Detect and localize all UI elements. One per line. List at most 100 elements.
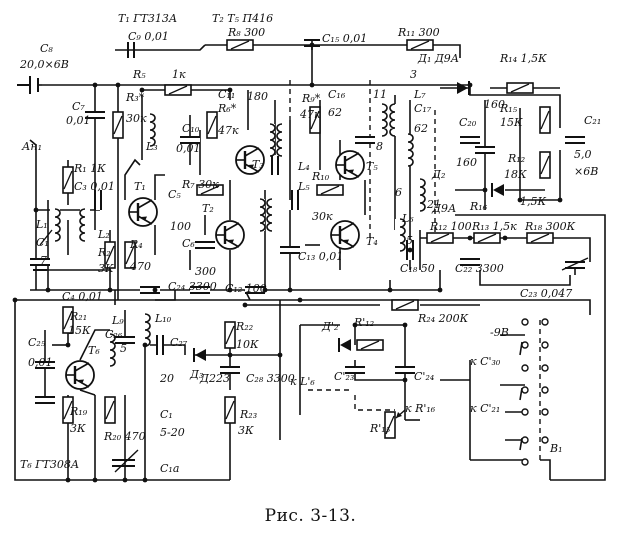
label-d2p: Д'₂	[321, 320, 338, 333]
label-b1: В₁	[549, 442, 563, 455]
label-r16-val: 1,5К	[520, 195, 546, 208]
label-c8-val: 20,0×6В	[19, 58, 69, 71]
label-c21: C₂₁	[584, 114, 601, 127]
label-c25-val: 0,01	[28, 356, 53, 369]
label-c4: C₄ 0,01	[62, 290, 103, 303]
label-l10: L₁₀	[154, 312, 172, 325]
label-c13: C₁₃ 0,01	[298, 250, 343, 263]
label-r22-val: 10К	[236, 338, 259, 351]
label-n6: 6	[395, 186, 402, 199]
label-c10: C₁₀	[182, 122, 200, 135]
label-c27-val: 20	[159, 372, 174, 385]
label-c24p: C'₂₄	[414, 370, 434, 383]
label-c12: C₁₂ 100	[225, 282, 267, 295]
label-r24: R₂₄ 200К	[417, 312, 469, 325]
label-r11: R₁₁ 300	[397, 26, 440, 39]
label-t3: T₃	[252, 158, 264, 171]
label-r6: R₆*	[217, 102, 237, 115]
label-r22: R₂₂	[235, 320, 253, 333]
label-d2: Д₂	[431, 168, 445, 181]
label-l1: L₁	[35, 218, 48, 231]
label-c6: C₆	[182, 237, 195, 250]
label-r13: R₁₃ 1,5к	[471, 220, 517, 233]
label-t1: T₁	[134, 180, 146, 193]
label-c24: C₂₄ 3300	[168, 280, 217, 293]
label-r19: R₁₉	[69, 405, 88, 418]
label-c18: C₁₈ 50	[400, 262, 435, 275]
figure-caption: Рис. 3-13.	[264, 506, 357, 526]
label-kl6: к L'₆	[290, 375, 315, 388]
label-c11-val: 180	[247, 90, 268, 103]
label-c26: C₂₆	[105, 328, 123, 341]
label-r20: R₂₀ 470	[103, 430, 146, 443]
label-r16: R₁₆	[469, 200, 488, 213]
label-r1: R₁ 1К	[73, 162, 106, 175]
label-r12-val: 18К	[504, 168, 527, 181]
label-c1-val: 5-20	[160, 426, 185, 439]
label-c17-val: 62	[414, 122, 428, 135]
label-r10-val: 30к	[312, 210, 333, 223]
label-r21: R₂₁	[69, 310, 87, 323]
label-r12p: R'₁₂	[353, 316, 374, 329]
label-d1: Д₁ Д9А	[417, 52, 459, 65]
label-n11: 11	[373, 88, 387, 101]
label-c15: C₁₅ 0,01	[322, 32, 367, 45]
label-n8: 8	[376, 140, 383, 153]
label-r3-val: 30к	[126, 112, 147, 125]
label-c7: C₇	[72, 100, 85, 113]
label-c17: C₁₇	[414, 102, 432, 115]
label-r7: R₇ 30к	[181, 178, 219, 191]
label-c3: C₃ 0,01	[74, 180, 115, 193]
label-r15p: R'₁₅	[369, 422, 391, 435]
label-r12b: R₁₂ 100	[429, 220, 472, 233]
label-t6-type: T₆ ГТ308А	[20, 458, 79, 471]
label-c8: C₈	[40, 42, 53, 55]
label-d9a: Д9А	[431, 202, 456, 215]
label-c16-val: 62	[328, 106, 342, 119]
label-t4: T₄	[366, 235, 378, 248]
label-l5: L₅	[297, 180, 310, 193]
label-c20-val: 160	[456, 156, 477, 169]
label-r2: R₂	[97, 246, 111, 259]
label-c21-volt: ×6В	[574, 165, 598, 178]
label-c19-val: 160	[484, 98, 505, 111]
label-c23p: C'₂₃	[334, 370, 354, 383]
label-an1: Ан₁	[21, 140, 42, 153]
label-t2: T₂	[202, 202, 214, 215]
label-t6: T₆	[88, 344, 100, 357]
label-kr16: к R'₁₆	[405, 402, 436, 415]
label-c25: C₂₅	[28, 336, 46, 349]
label-t1-type: T₁ ГТ313А	[118, 12, 177, 25]
label-r4: R₄	[129, 238, 143, 251]
label-n5: 5	[406, 234, 413, 247]
label-c6-val: 300	[195, 265, 216, 278]
label-r8: R₈ 300	[227, 26, 265, 39]
label-l2: L₂	[97, 228, 110, 241]
label-r4-val: 470	[129, 260, 151, 273]
label-c16: C₁₆	[328, 88, 346, 101]
label-r5-val: 1к	[172, 68, 186, 81]
label-c7-val: 0,01	[66, 114, 91, 127]
label-c5: C₅	[168, 188, 181, 201]
label-c10-val: 0,01	[176, 142, 201, 155]
label-kc30: к C'₃₀	[470, 355, 501, 368]
label-c5-val: 100	[170, 220, 191, 233]
label-r9-val: 47к	[299, 108, 321, 121]
label-l6: L₆	[401, 212, 414, 225]
label-c28: C₂₈ 3300	[246, 372, 295, 385]
label-t5: T₅	[366, 160, 378, 173]
label-r6-val: 47к	[217, 124, 239, 137]
label-r5: R₅	[132, 68, 146, 81]
label-r21-val: 15К	[68, 324, 91, 337]
label-l3: L₃	[145, 140, 158, 153]
label-d223: Д223	[199, 372, 230, 385]
label-l9: L₉	[111, 314, 124, 327]
label-c1a2: C₁а	[160, 462, 179, 475]
label-r14: R₁₄ 1,5К	[499, 52, 547, 65]
label-r12: R₁₂	[507, 152, 525, 165]
label-r23-val: 3К	[238, 424, 254, 437]
label-r15: R₁₅	[499, 102, 518, 115]
label-c11: C₁₁	[218, 88, 235, 101]
label-t2-type: T₂ T₅ П416	[212, 12, 273, 25]
label-r10: R₁₀	[311, 170, 330, 183]
